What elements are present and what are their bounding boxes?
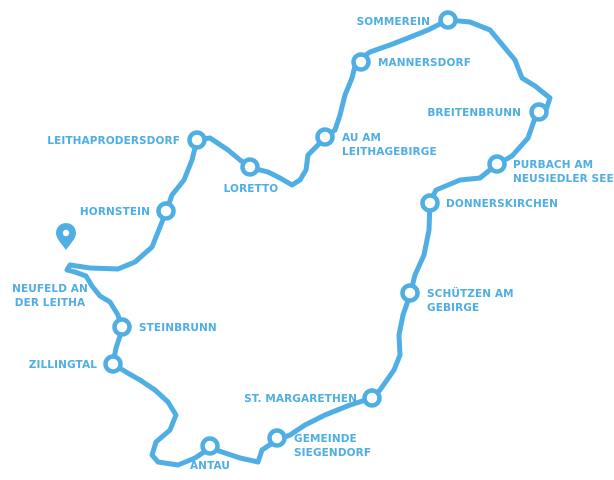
station-marker-mannersdorf <box>351 52 371 72</box>
station-label-purbach-line-1: PURBACH AM <box>513 159 593 171</box>
station-label-au-am-leithagebirge-line-2: LEITHAGEBIRGE <box>342 146 437 158</box>
station-label-schuetzen-line-2: GEBIRGE <box>427 302 479 314</box>
station-label-sommerein: SOMMEREIN <box>357 16 430 28</box>
station-marker-hornstein <box>156 201 176 221</box>
pin-hole <box>62 229 70 237</box>
station-marker-au-am-leithagebirge <box>315 127 335 147</box>
station-marker-sommerein <box>438 10 458 30</box>
station-label-siegendorf-line-1: GEMEINDE <box>294 433 357 445</box>
station-label-leithaprodersdorf: LEITHAPRODERSDORF <box>47 135 180 147</box>
station-marker-purbach <box>487 154 507 174</box>
station-label-antau: ANTAU <box>190 460 230 472</box>
station-label-mannersdorf: MANNERSDORF <box>378 57 471 69</box>
station-marker-steinbrunn <box>112 317 132 337</box>
station-marker-antau <box>200 436 220 456</box>
station-marker-st-margarethen <box>362 388 382 408</box>
station-label-zillingtal: ZILLINGTAL <box>29 359 97 371</box>
station-marker-siegendorf <box>267 428 287 448</box>
station-label-siegendorf-line-2: SIEGENDORF <box>294 447 371 459</box>
station-marker-leithaprodersdorf <box>187 130 207 150</box>
station-label-purbach-line-2: NEUSIEDLER SEE <box>513 173 614 185</box>
map-pin-icon <box>56 223 76 250</box>
station-label-loretto: LORETTO <box>224 183 279 195</box>
station-marker-breitenbrunn <box>529 102 549 122</box>
station-marker-loretto <box>240 157 260 177</box>
station-marker-schuetzen <box>400 283 420 303</box>
station-label-breitenbrunn: BREITENBRUNN <box>427 107 521 119</box>
start-label-line-1: NEUFELD AN <box>12 283 88 295</box>
station-label-hornstein: HORNSTEIN <box>80 206 150 218</box>
start-marker: NEUFELD AN DER LEITHA <box>12 223 88 309</box>
station-label-steinbrunn: STEINBRUNN <box>139 322 217 334</box>
station-marker-zillingtal <box>103 354 123 374</box>
station-label-donnerskirchen: DONNERSKIRCHEN <box>446 198 558 210</box>
station-label-schuetzen-line-1: SCHÜTZEN AM <box>427 286 514 300</box>
station-label-au-am-leithagebirge-line-1: AU AM <box>342 132 381 144</box>
station-label-st-margarethen: ST. MARGARETHEN <box>244 393 357 405</box>
start-label-line-2: DER LEITHA <box>15 297 86 309</box>
station-marker-donnerskirchen <box>420 193 440 213</box>
